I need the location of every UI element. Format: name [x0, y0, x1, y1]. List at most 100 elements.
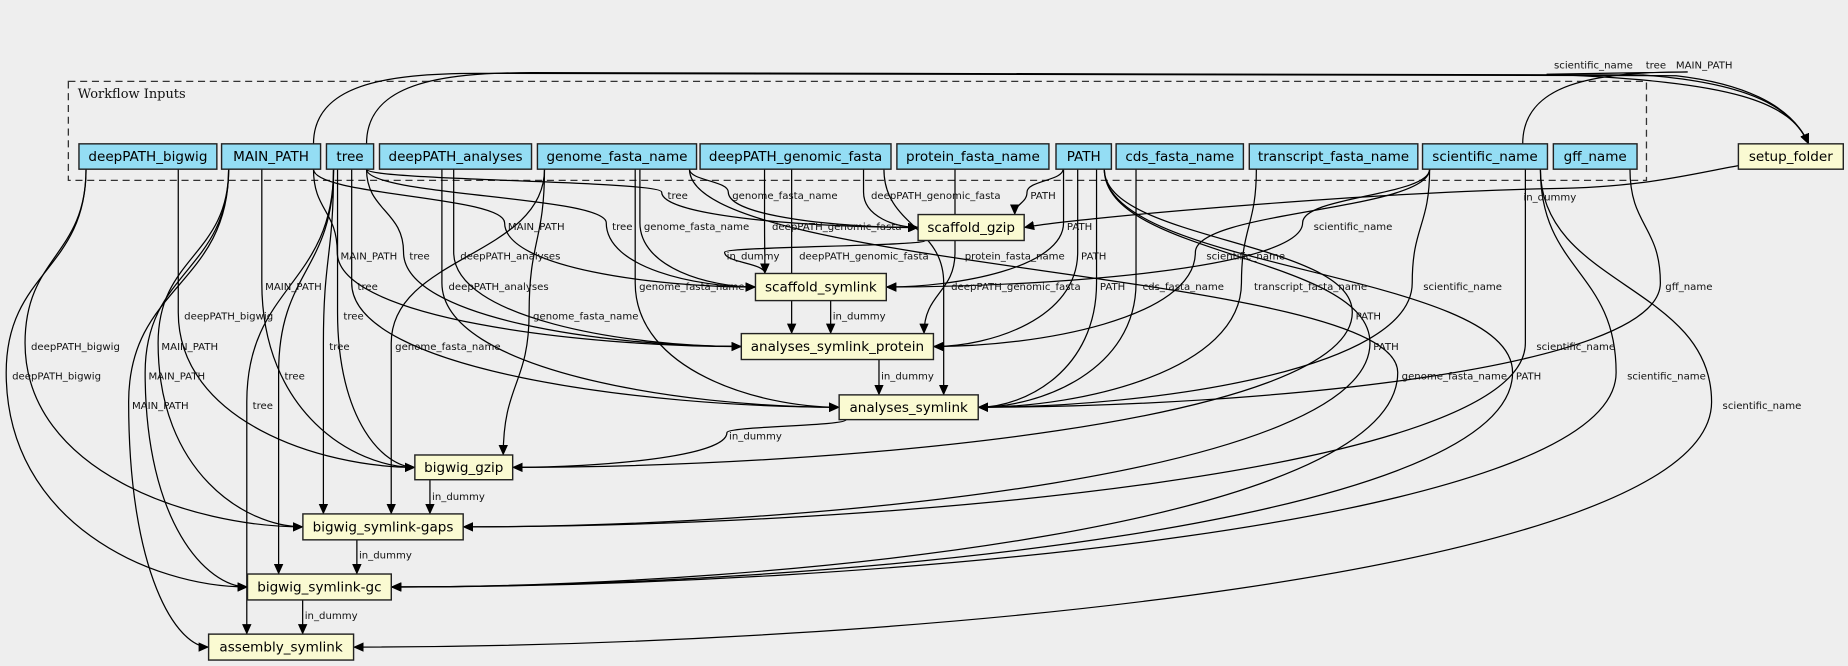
step-node-bigwig-symlink-gaps: bigwig_symlink-gaps [302, 513, 464, 541]
edge-label: genome_fasta_name [533, 311, 638, 322]
edge-label: transcript_fasta_name [1254, 282, 1367, 293]
node-label: tree [336, 149, 363, 165]
edge-label: deepPATH_analyses [460, 251, 560, 262]
edge-label: deepPATH_genomic_fasta [772, 222, 902, 233]
node-box [1248, 143, 1419, 170]
edge-scientific_name-to-analyses_symlink [977, 169, 1431, 412]
cluster-label: Workflow Inputs [78, 87, 186, 102]
node-box [1737, 143, 1844, 170]
node-box [740, 332, 935, 361]
node-label: analyses_symlink [849, 400, 968, 416]
node-box [838, 394, 979, 421]
edge-label: in_dummy [432, 492, 485, 503]
edge-scientific_name-to-bigwig_symlink-gaps [462, 169, 1526, 532]
node-label: deepPATH_analyses [388, 149, 522, 165]
node-label: genome_fasta_name [546, 149, 687, 165]
edge-deepPATH_bigwig-to-bigwig_symlink-gaps [24, 169, 304, 532]
node-label: protein_fasta_name [906, 149, 1040, 165]
input-node-main-path: MAIN_PATH [220, 143, 322, 170]
edge-MAIN_PATH-to-assembly_symlink [128, 169, 230, 652]
input-node-deeppath-analyses: deepPATH_analyses [378, 143, 533, 170]
step-node-bigwig-symlink-gc: bigwig_symlink-gc [246, 573, 392, 601]
edge-label: deepPATH_genomic_fasta [951, 282, 1081, 293]
node-box [302, 513, 464, 541]
node-box [246, 573, 392, 601]
node-label: assembly_symlink [219, 640, 342, 656]
edge-deepPATH_analyses-to-analyses_symlink_protein [453, 169, 742, 352]
edge-label: tree [1646, 60, 1666, 71]
node-box [1552, 143, 1638, 170]
edge-genome_fasta_name-to-analyses_symlink [634, 169, 840, 412]
node-box [78, 143, 218, 170]
step-node-analyses-symlink-protein: analyses_symlink_protein [740, 332, 935, 361]
edge-label: gff_name [1665, 282, 1712, 293]
edge-label: PATH [1100, 282, 1125, 293]
edge-label: MAIN_PATH [508, 222, 565, 233]
node-box [1055, 143, 1113, 170]
edge-label: scientific_name [1554, 60, 1633, 71]
node-box [917, 213, 1025, 242]
edge-label: deepPATH_genomic_fasta [799, 251, 929, 262]
edge-gff_name-to-analyses_symlink [977, 169, 1661, 412]
edge-label: PATH [1030, 191, 1055, 202]
edge-PATH-to-bigwig_symlink-gaps [462, 169, 1371, 532]
input-node-path: PATH [1055, 143, 1113, 170]
step-node-analyses-symlink: analyses_symlink [838, 394, 979, 421]
node-label: deepPATH_bigwig [88, 149, 207, 165]
edge-label: PATH [1356, 311, 1381, 322]
node-label: bigwig_symlink-gc [257, 580, 381, 596]
edge-deepPATH_bigwig-to-bigwig_gzip [177, 169, 416, 473]
edge-label: tree [329, 342, 349, 353]
node-box [414, 454, 514, 481]
edge-genome_fasta_name-to-scaffold_symlink [639, 169, 757, 292]
node-box [699, 143, 892, 170]
input-node-transcript-fasta-name: transcript_fasta_name [1248, 143, 1419, 170]
edge-tree-to-scaffold_symlink [365, 168, 757, 292]
edge-scientific_name-to-bigwig_symlink-gc [390, 169, 1617, 592]
node-label: scientific_name [1432, 149, 1537, 165]
edge-label: in_dummy [729, 432, 782, 443]
input-node-cds-fasta-name: cds_fasta_name [1115, 143, 1245, 170]
edge-genome_fasta_name-to-bigwig_gzip [498, 169, 546, 456]
node-box [220, 143, 322, 170]
edge-label: in_dummy [359, 551, 412, 562]
edge-tree-to-analyses_symlink [351, 169, 840, 412]
edge-PATH-to-scaffold_gzip [1010, 168, 1064, 216]
edge-tree-to-assembly_symlink [242, 169, 335, 635]
edge-label: genome_fasta_name [639, 282, 744, 293]
node-label: scaffold_gzip [927, 220, 1015, 236]
edge-label: PATH [1067, 222, 1092, 233]
node-box [207, 633, 355, 661]
edge-label: scientific_name [1314, 222, 1393, 233]
input-node-protein-fasta-name: protein_fasta_name [896, 143, 1050, 170]
edge-label: PATH [1081, 251, 1106, 262]
node-box [1115, 143, 1245, 170]
edge-deepPATH_genomic_fasta-to-analyses_symlink [883, 169, 949, 396]
edge-label: scientific_name [1723, 401, 1802, 412]
edge-genome_fasta_name-to-scaffold_gzip [688, 168, 919, 233]
edge-label: deepPATH_bigwig [184, 311, 273, 322]
edge-label: deepPATH_analyses [448, 282, 548, 293]
edge-label: scientific_name [1536, 342, 1615, 353]
node-label: MAIN_PATH [233, 149, 309, 165]
edge-label: deepPATH_bigwig [31, 342, 120, 353]
edge-tree-to-bigwig_gzip [336, 169, 416, 473]
edge-MAIN_PATH-to-scaffold_symlink [312, 168, 757, 292]
edge-label: protein_fasta_name [965, 251, 1065, 262]
edge-protein_fasta_name-to-analyses_symlink_protein [919, 169, 956, 335]
input-node-deeppath-bigwig: deepPATH_bigwig [78, 143, 218, 170]
node-box [754, 272, 887, 302]
edge-label: MAIN_PATH [161, 342, 218, 353]
edge-deepPATH_bigwig-to-bigwig_symlink-gc [5, 169, 249, 592]
edge-MAIN_PATH-to-setup_folder [312, 72, 1810, 145]
node-label: transcript_fasta_name [1258, 149, 1409, 165]
edge-label: PATH [1373, 342, 1398, 353]
edge-label: genome_fasta_name [1402, 372, 1507, 383]
node-box [378, 143, 533, 170]
edge-label: scientific_name [1627, 372, 1706, 383]
edge-scaffold_gzip-to-scaffold_symlink [723, 239, 926, 275]
edge-analyses_symlink-to-bigwig_gzip [512, 419, 847, 473]
input-node-gff-name: gff_name [1552, 143, 1638, 170]
